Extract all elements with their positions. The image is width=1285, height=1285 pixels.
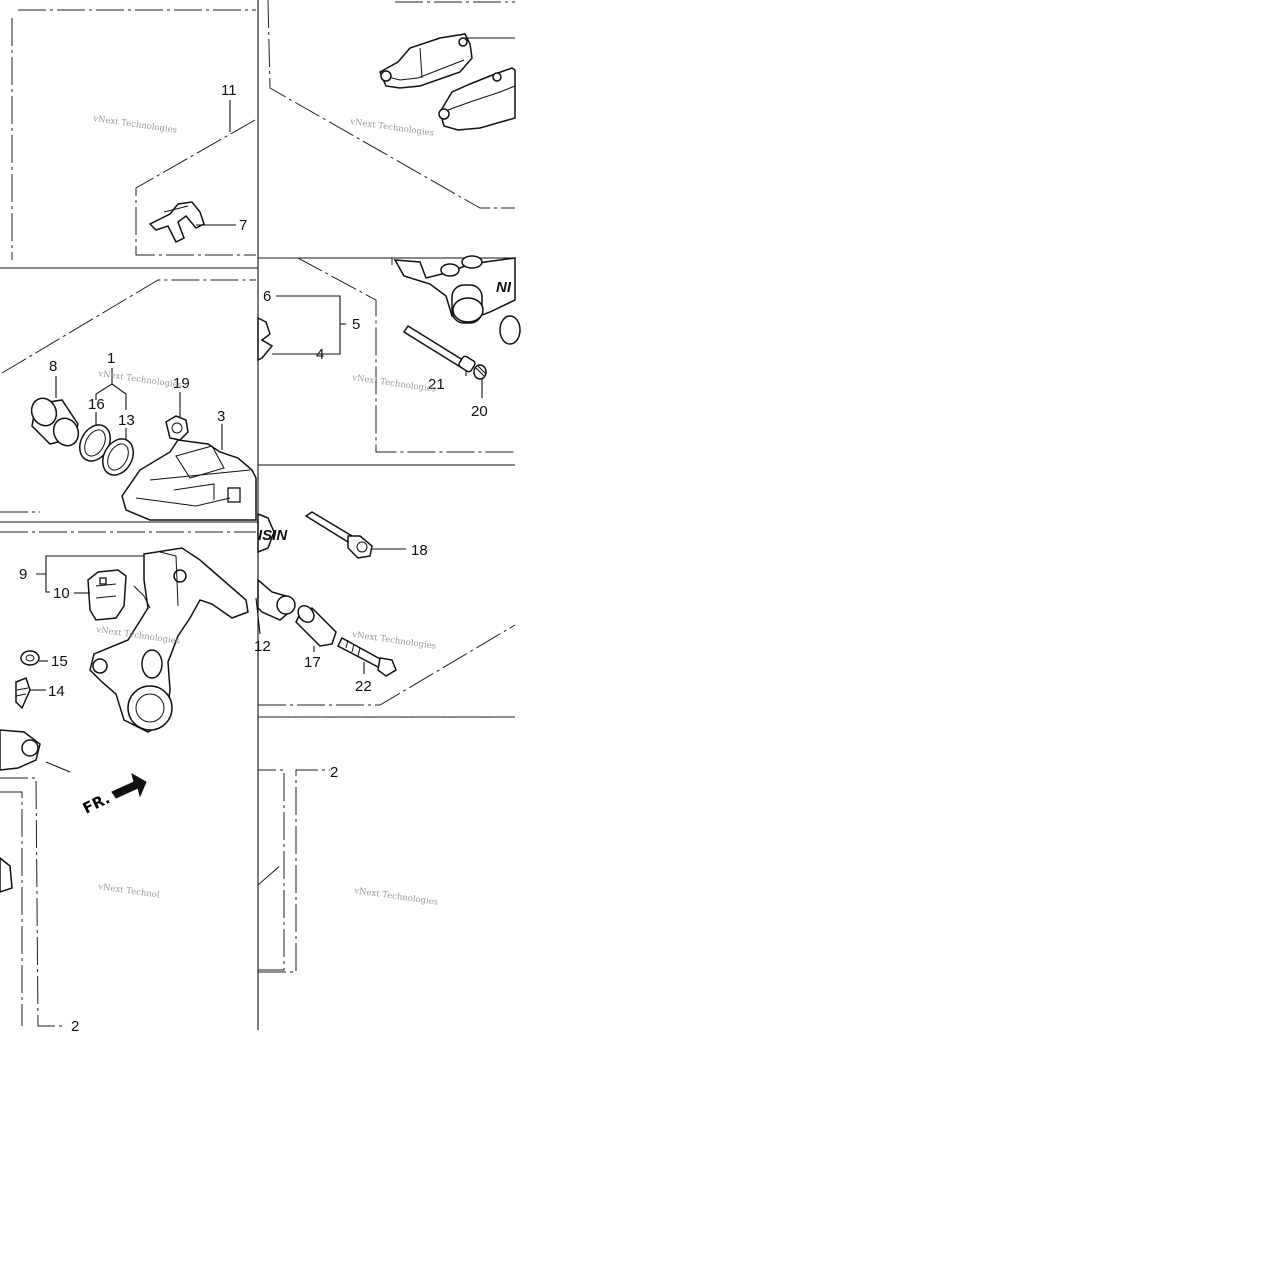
callout-22: 22 (355, 678, 372, 695)
callout-19: 19 (173, 375, 190, 392)
callout-16: 16 (88, 396, 105, 413)
callout-3: 3 (217, 408, 225, 425)
svg-text:ISIN: ISIN (258, 527, 288, 544)
callout-5: 5 (352, 316, 360, 333)
callout-7: 8 (49, 358, 57, 375)
group-boundary-lines (0, 0, 516, 1027)
watermark: vNext Technologies (92, 114, 178, 136)
callout-8: 7 (239, 217, 247, 234)
pivot-collar (257, 578, 296, 621)
callout-labels: 11 7 6 5 4 8 1 19 16 13 3 21 20 18 9 10 … (19, 82, 488, 1035)
watermark: vNext Technologies (353, 886, 439, 908)
callout-4: 4 (316, 346, 324, 363)
watermark: vNext Technologies (349, 117, 435, 139)
callout-20: 20 (471, 403, 488, 420)
callout-6: 6 (263, 288, 271, 305)
watermark: vNext Technologies (351, 373, 437, 395)
brake-pad-front (379, 33, 473, 89)
callout-13: 13 (118, 412, 135, 429)
pin-bolt (304, 511, 373, 559)
leader-lines (30, 37, 515, 691)
bolt-sleeve (295, 605, 337, 647)
slide-pin (402, 324, 476, 373)
washer (20, 650, 40, 666)
watermark: vNext Technologies (97, 369, 183, 391)
front-direction-label: FR. (80, 789, 113, 817)
pad-retainer (87, 569, 127, 621)
front-direction-arrow: FR. (80, 772, 147, 818)
svg-text:NI: NI (496, 279, 512, 296)
caliper-body (121, 439, 257, 521)
callout-14: 14 (48, 683, 65, 700)
callout-2-lower-right: 2 (330, 764, 338, 781)
callout-17: 17 (304, 654, 321, 671)
callout-9: 9 (19, 566, 27, 583)
watermark: vNext Technologies (351, 630, 437, 652)
caliper-bracket (89, 547, 249, 733)
piston-seal (102, 438, 134, 476)
bleeder-detail (257, 316, 274, 362)
caliper-partial-left-edge: ISIN (257, 512, 288, 554)
bracket-lower-partial (0, 729, 71, 773)
callout-11: 12 (254, 638, 271, 655)
pin-boot (473, 364, 487, 380)
callout-2-lower-left: 2 (71, 1018, 79, 1035)
caliper-body-detail: NI (393, 255, 521, 345)
piston (30, 397, 80, 447)
callout-21: 21 (428, 376, 445, 393)
callout-12: 11 (221, 82, 237, 99)
brake-pad-rear (438, 67, 516, 131)
partial-part-lower-left (0, 857, 13, 893)
flange-bolt (337, 636, 397, 677)
callout-10: 10 (53, 585, 70, 602)
pad-spring (148, 201, 205, 244)
watermark-partial: vNext Technol (97, 882, 161, 901)
callout-1: 1 (107, 350, 115, 367)
callout-15: 15 (51, 653, 68, 670)
bleeder-valve (165, 415, 189, 441)
bleed-screw (15, 677, 31, 710)
callout-18: 18 (411, 542, 428, 559)
